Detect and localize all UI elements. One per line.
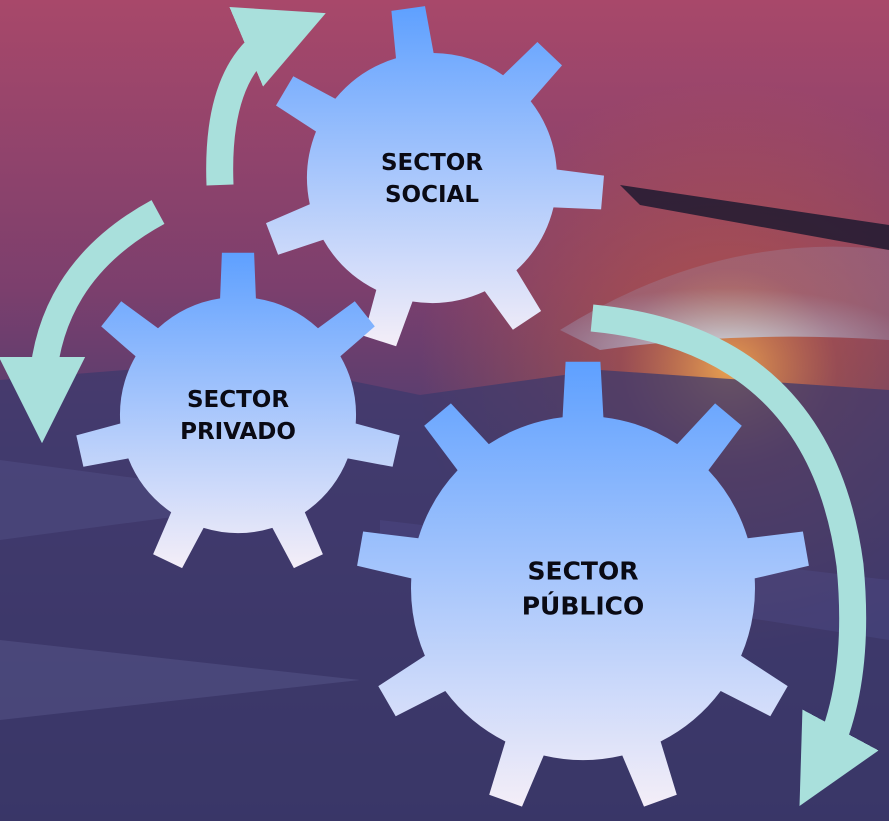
gear-publico-shape [357, 361, 809, 807]
gear-publico-label-line2: PÚBLICO [522, 590, 645, 620]
arrow-to-social [206, 7, 326, 186]
gear-social-label-line2: SOCIAL [385, 182, 479, 208]
gear-privado-label-line2: PRIVADO [180, 419, 296, 445]
gear-sector-privado: SECTOR PRIVADO [76, 252, 400, 569]
gear-privado-shape [76, 252, 400, 569]
arrow-to-publico [590, 304, 879, 807]
background-beam [620, 185, 889, 250]
gear-social-label-line1: SECTOR [381, 150, 483, 176]
gear-sector-publico: SECTOR PÚBLICO [357, 361, 809, 807]
background-stripe-2 [0, 640, 360, 720]
gear-social-shape [266, 6, 604, 347]
gear-sector-social: SECTOR SOCIAL [266, 6, 604, 347]
gear-privado-label-line1: SECTOR [187, 387, 289, 413]
gear-publico-label-line1: SECTOR [528, 556, 639, 585]
background-stripe-1 [0, 460, 300, 540]
arrow-to-privado [0, 200, 165, 444]
